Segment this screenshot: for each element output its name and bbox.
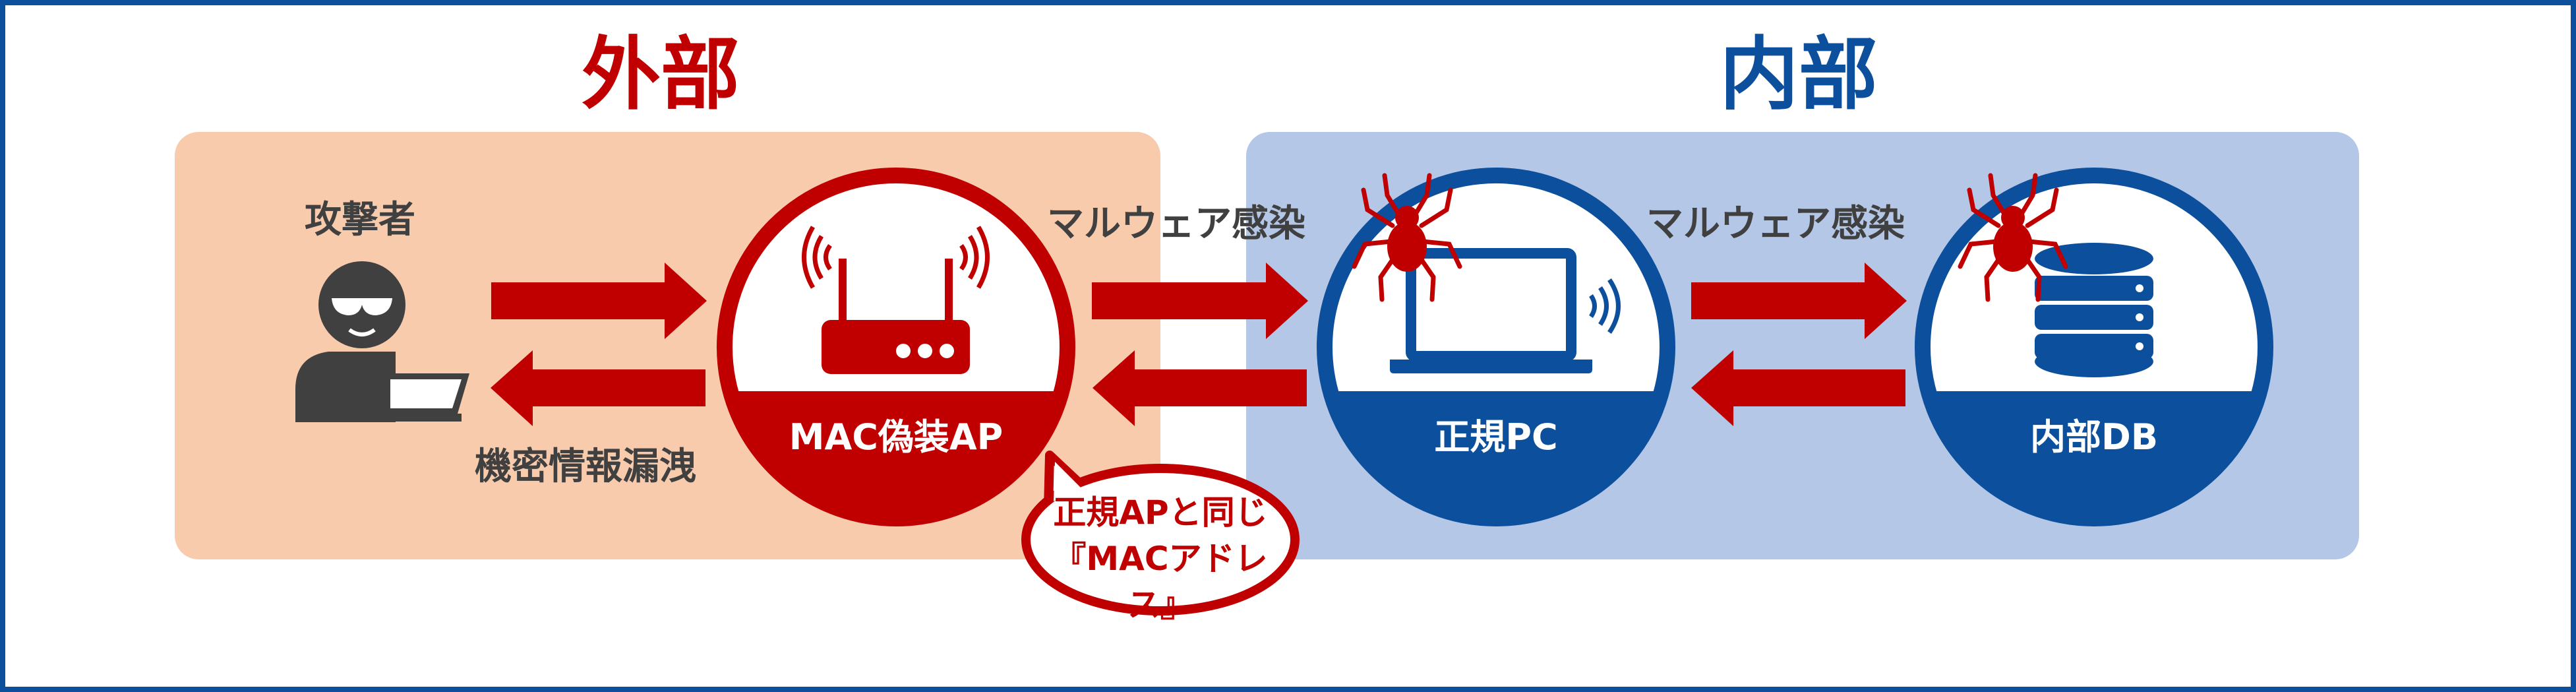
- malware-label-2: マルウェア感染: [1646, 203, 1905, 245]
- arrow-attacker-to-ap: [491, 263, 707, 339]
- mac-ap-label: MAC偽装AP: [789, 416, 1003, 458]
- legit-pc-label: 正規PC: [1434, 416, 1558, 458]
- arrow-ap-to-pc: [1092, 263, 1308, 339]
- arrow-ap-to-attacker: [491, 350, 705, 426]
- router-icon: [802, 226, 990, 374]
- attacker-icon: [295, 261, 469, 422]
- internal-db-label: 内部DB: [2030, 416, 2158, 458]
- internal-header: 内部: [1720, 29, 1878, 121]
- data-leak-label: 機密情報漏洩: [475, 445, 696, 488]
- malware-label-1: マルウェア感染: [1047, 203, 1305, 245]
- external-header: 外部: [582, 29, 740, 121]
- arrow-pc-to-ap: [1093, 350, 1307, 426]
- spider-icon: [1958, 173, 2068, 302]
- arrow-db-to-pc: [1691, 350, 1905, 426]
- spider-icon: [1352, 173, 1462, 302]
- callout-line-2: 『MACアドレス』: [1053, 540, 1268, 624]
- attacker-label: 攻撃者: [305, 199, 415, 241]
- callout-bubble: [1021, 451, 1300, 615]
- arrow-pc-to-db: [1691, 263, 1907, 339]
- callout-line-1: 正規APと同じ: [1053, 493, 1268, 532]
- callout-text: 正規APと同じ 『MACアドレス』: [1035, 489, 1286, 628]
- database-icon: [2035, 243, 2153, 377]
- laptop-icon: [1390, 248, 1621, 373]
